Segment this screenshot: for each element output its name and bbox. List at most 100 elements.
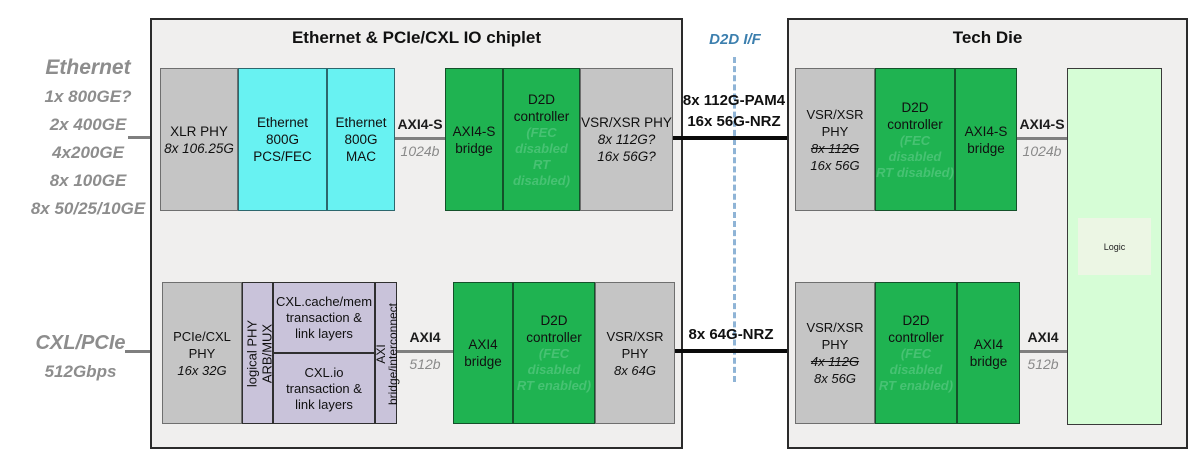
logical-phy-arb-mux-block: logical PHY ARB/MUX — [242, 282, 274, 424]
d2d-note: (FEC disabled — [527, 346, 581, 377]
vsr-name: VSR/XSR PHY — [606, 328, 664, 361]
d2d-note: RT disabled) — [512, 156, 571, 188]
vsr-xsr-phy-block-chiplet-eth: VSR/XSR PHY 8x 112G? 16x 56G? — [580, 68, 673, 211]
pcie-cxl-phy-block: PCIe/CXL PHY 16x 32G — [162, 282, 242, 424]
bridge-line: bridge — [967, 140, 1005, 156]
ethernet-rate-option: 2x 400GE — [49, 115, 127, 134]
d2d-link-rate: 8x 112G-PAM4 — [682, 92, 786, 109]
d2d-line: D2D — [902, 313, 930, 328]
cxl-pcie-title: CXL/PCIe — [35, 332, 126, 354]
axi4-bus-label: AXI4 — [409, 329, 441, 345]
d2d-line: D2D — [901, 99, 929, 115]
bridge-line: bridge — [969, 354, 1008, 369]
pcs-line: Ethernet — [256, 115, 309, 130]
cachemem-line: CXL.cache/mem — [275, 293, 373, 309]
d2d-link-wire-top — [673, 136, 795, 140]
ethernet-pcs-fec-block: Ethernet 800G PCS/FEC — [238, 68, 327, 211]
d2d-note: RT disabled) — [876, 164, 954, 180]
vsr-xsr-phy-block-chiplet-cxl: VSR/XSR PHY 8x 64G — [595, 282, 675, 424]
axi4-width-label-die: 512b — [1027, 356, 1059, 372]
ethernet-rate-option: 4x200GE — [52, 143, 124, 162]
ethernet-interface-label: Ethernet 1x 800GE? 2x 400GE 4x200GE 8x 1… — [8, 53, 168, 223]
mac-line: 800G — [344, 132, 378, 147]
ethernet-rate-option: 1x 800GE? — [44, 87, 132, 106]
cxl-pcie-interface-label: CXL/PCIe 512Gbps — [8, 328, 153, 386]
vsr-name: VSR/XSR PHY — [806, 320, 864, 352]
ethernet-rate-option: 8x 100GE — [49, 171, 127, 190]
d2d-controller-block-die-cxl: D2D controller (FEC disabled RT enabled) — [875, 282, 957, 424]
axi4s-wire-chiplet — [395, 137, 445, 140]
bridge-line: AXI4-S — [964, 123, 1008, 139]
axi-bridge-interconnect-block: AXI bridge/interconnect — [374, 282, 400, 424]
logical-phy-line: ARB/MUX — [259, 323, 274, 384]
xlr-phy-block: XLR PHY 8x 106.25G — [160, 68, 238, 211]
axi4-width-label: 512b — [409, 356, 441, 372]
ethernet-mac-block: Ethernet 800G MAC — [327, 68, 395, 211]
d2d-link-wire-bottom — [675, 349, 795, 353]
d2d-line: D2D — [527, 91, 555, 107]
vsr-spec: 8x 56G — [814, 371, 856, 386]
d2d-note: RT enabled) — [516, 378, 592, 393]
d2d-line: controller — [526, 330, 582, 345]
vsr-spec-struck: 8x 112G — [810, 140, 860, 156]
ethernet-stub-wire — [128, 136, 162, 139]
xlr-phy-name: XLR PHY — [170, 123, 228, 139]
cachemem-line: transaction & — [286, 309, 362, 325]
axi4-wire-die — [1020, 350, 1067, 353]
cxl-cache-mem-block: CXL.cache/mem transaction & link layers — [273, 282, 375, 353]
d2d-note: RT enabled) — [878, 378, 954, 393]
pcs-line: PCS/FEC — [253, 149, 312, 164]
d2d-line: controller — [888, 330, 944, 345]
bridge-line: AXI4-S — [452, 123, 496, 139]
d2d-controller-block-chiplet-cxl: D2D controller (FEC disabled RT enabled) — [513, 282, 595, 424]
axi4-bus-label-die: AXI4 — [1027, 329, 1059, 345]
d2d-link-label-top: 8x 112G-PAM4 16x 56G-NRZ — [666, 90, 802, 132]
vsr-spec: 8x 64G — [614, 362, 656, 378]
d2d-controller-block-chiplet-eth: D2D controller (FEC disabled RT disabled… — [503, 68, 580, 211]
d2d-link-rate: 8x 64G-NRZ — [688, 326, 774, 343]
cxl-pcie-bandwidth: 512Gbps — [44, 362, 117, 381]
d2d-line: controller — [513, 108, 570, 124]
bridge-line: bridge — [464, 354, 502, 369]
pcs-line: 800G — [265, 132, 300, 147]
bridge-line: AXI4 — [468, 337, 498, 352]
cxl-stub-wire — [125, 350, 164, 353]
vsr-name: VSR/XSR PHY — [581, 115, 672, 130]
vsr-xsr-phy-block-die-eth: VSR/XSR PHY 8x 112G 16x 56G — [795, 68, 875, 211]
logic-label: Logic — [1103, 241, 1126, 252]
cxl-io-block: CXL.io transaction & link layers — [273, 353, 375, 424]
d2d-link-rate: 16x 56G-NRZ — [687, 113, 781, 130]
d2d-boundary-dashed-line — [733, 57, 736, 382]
mac-line: Ethernet — [335, 115, 387, 130]
vsr-spec: 16x 56G — [810, 157, 860, 173]
io-chiplet-title: Ethernet & PCIe/CXL IO chiplet — [291, 28, 542, 47]
axi-interconnect-line: bridge/interconnect — [386, 302, 400, 406]
cxlio-line: link layers — [295, 396, 353, 412]
vsr-xsr-phy-block-die-cxl: VSR/XSR PHY 4x 112G 8x 56G — [795, 282, 875, 424]
axi4s-bus-label-die: AXI4-S — [1019, 116, 1065, 132]
tech-die-title: Tech Die — [952, 28, 1023, 47]
logic-label-box: Logic — [1078, 218, 1151, 275]
axi4s-bus-label: AXI4-S — [397, 116, 443, 132]
vsr-spec: 16x 56G? — [597, 149, 656, 164]
vsr-spec-struck: 4x 112G — [810, 354, 860, 369]
cxlio-line: CXL.io — [304, 364, 344, 380]
cxlio-line: transaction & — [286, 380, 362, 396]
bridge-line: AXI4 — [973, 337, 1004, 352]
d2d-line: controller — [887, 116, 943, 132]
d2d-interface-label: D2D I/F — [709, 31, 761, 48]
vsr-spec: 8x 112G? — [597, 132, 656, 147]
d2d-note: (FEC disabled — [515, 124, 568, 156]
cachemem-line: link layers — [295, 325, 353, 341]
d2d-line: D2D — [540, 313, 568, 328]
mac-line: MAC — [346, 149, 376, 164]
axi4s-wire-die — [1017, 137, 1067, 140]
axi4s-bridge-block-chiplet: AXI4-S bridge — [445, 68, 503, 211]
axi4s-bridge-block-die: AXI4-S bridge — [955, 68, 1017, 211]
axi4-bridge-block-die: AXI4 bridge — [957, 282, 1020, 424]
axi4s-width-label-die: 1024b — [1022, 143, 1062, 159]
logical-phy-line: logical PHY — [244, 319, 259, 388]
axi4s-width-label: 1024b — [400, 143, 440, 159]
axi4-bridge-block-chiplet: AXI4 bridge — [453, 282, 513, 424]
